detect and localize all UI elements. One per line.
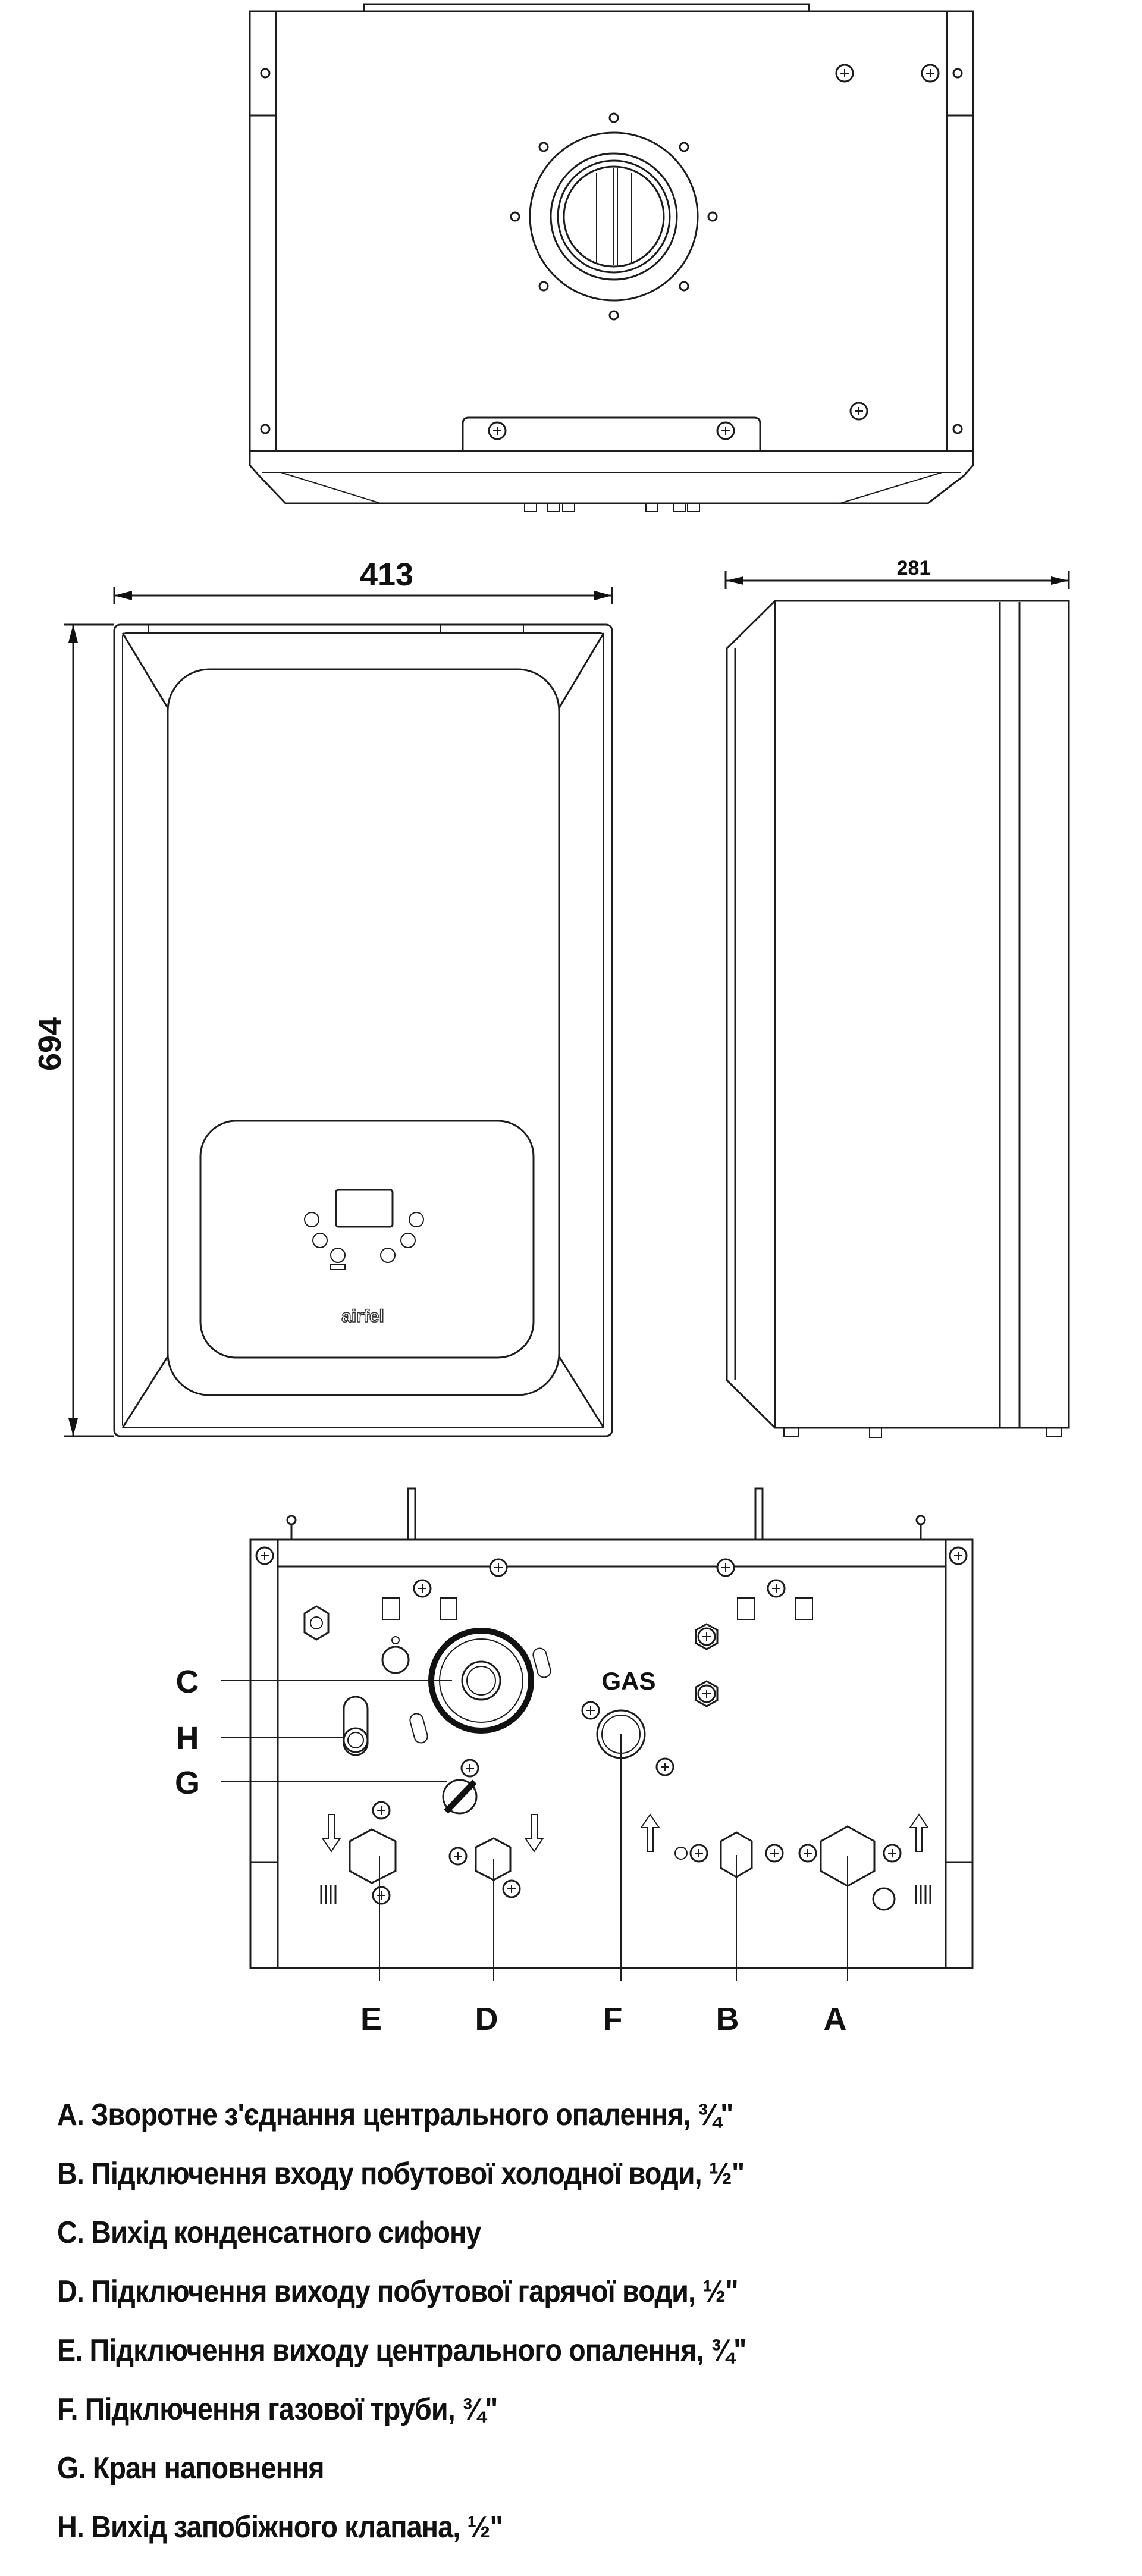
brand-logo: airfel: [341, 1306, 384, 1326]
control-panel: airfel: [199, 1120, 535, 1359]
callout-f: F: [603, 2001, 623, 2037]
height-dimension: 694: [32, 1017, 68, 1071]
earth-symbol: [381, 1646, 410, 1674]
callout-a: A: [824, 2001, 847, 2037]
legend-item-e: E. Підключення виходу центрального опале…: [57, 2333, 746, 2368]
front-view: 413 694 airfel: [32, 557, 613, 1437]
legend-item-h: H. Вихід запобіжного клапана, ½": [57, 2510, 503, 2544]
top-view: [249, 3, 974, 512]
gas-label: GAS: [601, 1667, 655, 1695]
side-view: 281: [724, 557, 1070, 1438]
safety-valve-slot: [343, 1696, 369, 1756]
depth-dimension: 281: [897, 557, 931, 579]
connector-e: [349, 1828, 397, 1884]
callout-g: G: [175, 1765, 200, 1801]
height-dimension-line: [64, 623, 114, 1437]
legend-item-d: D. Підключення виходу побутової гарячої …: [57, 2274, 739, 2309]
callout-h: H: [176, 1721, 199, 1756]
legend-item-b: B. Підключення входу побутової холодної …: [57, 2157, 745, 2191]
filling-tap: [442, 1779, 478, 1815]
boiler-technical-drawing: 413 694 airfel 281: [32, 3, 1070, 2037]
legend-item-a: A. Зворотне з'єднання центрального опале…: [57, 2098, 733, 2132]
legend-item-f: F. Підключення газової труби, ¾": [57, 2392, 498, 2427]
callout-c: C: [176, 1664, 199, 1700]
width-dimension: 413: [360, 557, 413, 593]
legend-item-c: C. Вихід конденсатного сифону: [57, 2215, 481, 2250]
callout-e: E: [360, 2001, 382, 2037]
callout-b: B: [716, 2001, 739, 2037]
flue-outlet: [510, 112, 718, 321]
callout-d: D: [475, 2001, 498, 2037]
legend-item-g: G. Кран наповнення: [57, 2451, 325, 2486]
bottom-view: GAS C H G E D F B A: [175, 1487, 974, 2037]
display-screen: [335, 1189, 394, 1228]
